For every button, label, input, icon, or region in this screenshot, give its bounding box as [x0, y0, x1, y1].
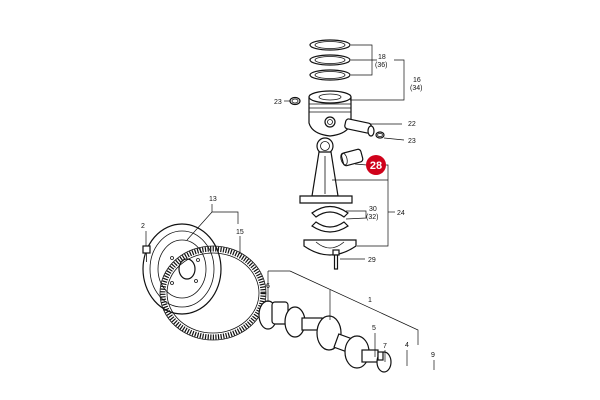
- piston[interactable]: [308, 90, 352, 137]
- crankshaft[interactable]: [258, 300, 392, 373]
- callout-36[interactable]: (36): [375, 62, 387, 69]
- callout-5[interactable]: 5: [372, 325, 376, 332]
- circlip-right[interactable]: [375, 131, 385, 139]
- callout-22[interactable]: 22: [408, 121, 416, 128]
- flywheel-ring-gear[interactable]: [159, 245, 267, 341]
- con-rod-bearing-shells[interactable]: [311, 205, 349, 233]
- callout-6[interactable]: 6: [266, 283, 270, 290]
- callout-24[interactable]: 24: [397, 210, 405, 217]
- small-end-bushing[interactable]: [340, 148, 364, 167]
- callout-15[interactable]: 15: [236, 229, 244, 236]
- callout-23-left[interactable]: 23: [274, 99, 282, 106]
- callout-2[interactable]: 2: [141, 223, 145, 230]
- callout-30[interactable]: 30: [369, 206, 377, 213]
- highlight-circle: [366, 155, 386, 175]
- circlip-left[interactable]: [289, 96, 301, 106]
- callout-16[interactable]: 16: [413, 77, 421, 84]
- piston-ring-set[interactable]: [309, 39, 351, 81]
- callout-23-right[interactable]: 23: [408, 138, 416, 145]
- leader-lines: [145, 44, 435, 370]
- connecting-rod[interactable]: [299, 137, 353, 204]
- callout-labels: 18 (36) 16 (34) 23 22 23 28 30 (32) 24 2…: [141, 54, 435, 359]
- con-rod-cap[interactable]: [303, 239, 357, 256]
- callout-28[interactable]: 28: [370, 160, 382, 172]
- callout-1[interactable]: 1: [368, 297, 372, 304]
- callout-18[interactable]: 18: [378, 54, 386, 61]
- callout-34[interactable]: (34): [410, 85, 422, 92]
- callout-7[interactable]: 7: [383, 343, 387, 350]
- callout-29[interactable]: 29: [368, 257, 376, 264]
- flywheel-bolt[interactable]: [142, 245, 151, 262]
- callout-9[interactable]: 9: [431, 352, 435, 359]
- flywheel[interactable]: [142, 223, 222, 315]
- callout-32[interactable]: (32): [366, 214, 378, 221]
- callout-4[interactable]: 4: [405, 342, 409, 349]
- con-rod-bolt[interactable]: [332, 249, 340, 270]
- callout-28-highlight[interactable]: 28: [366, 155, 386, 175]
- callout-13[interactable]: 13: [209, 196, 217, 203]
- piston-pin[interactable]: [344, 118, 375, 137]
